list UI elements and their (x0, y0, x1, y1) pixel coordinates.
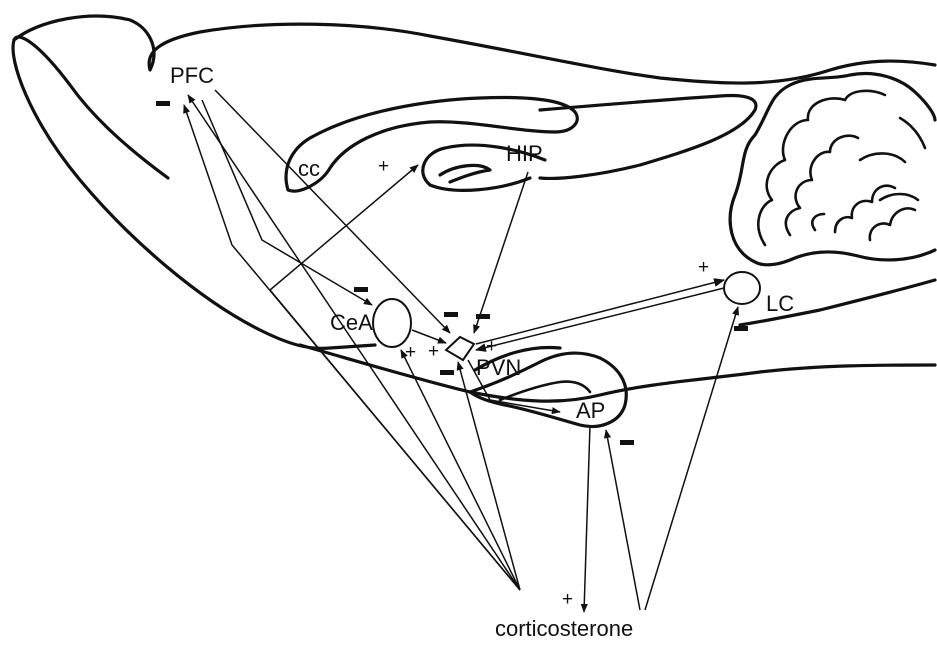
label-corticosterone: corticosterone (495, 616, 633, 641)
brain-outline (13, 37, 935, 401)
minus-sign-pvn-top-left (444, 312, 458, 317)
label-ap: AP (576, 398, 605, 423)
plus-sign-pvn-right: + (486, 336, 497, 357)
arrow-cort-to-lc (645, 307, 738, 610)
label-cc: cc (298, 156, 320, 181)
cerebellum-folia (758, 91, 925, 245)
label-hip: HIP (506, 141, 543, 166)
label-pfc: PFC (170, 63, 214, 88)
plus-sign-hip: + (378, 156, 389, 177)
arrow-lc-to-pvn (476, 288, 724, 350)
minus-sign-ap (620, 440, 634, 445)
minus-sign-cea (354, 287, 368, 292)
arrow-pvn-to-lc (476, 280, 724, 344)
arrow-pfc-to-cea (202, 100, 372, 305)
plus-sign-lc: + (698, 257, 709, 278)
arrow-cort-to-ap (606, 430, 640, 610)
label-cea: CeA (330, 310, 373, 335)
cortex-top (14, 16, 935, 83)
minus-sign-pfc (156, 101, 170, 106)
plus-sign-cea: + (405, 342, 416, 363)
lc-nucleus (724, 272, 760, 304)
plus-sign-cort: + (562, 589, 573, 610)
label-pvn: PVN (476, 355, 521, 380)
arrow-hip-to-pvn (474, 172, 528, 333)
plus-sign-pvn-left: + (428, 341, 439, 362)
minus-sign-pvn-bottom (440, 370, 454, 375)
hippocampus-body (540, 96, 756, 179)
label-lc: LC (766, 291, 794, 316)
pvn-nucleus (446, 337, 474, 360)
minus-sign-lc (734, 326, 748, 331)
arrow-ap-to-cort (584, 425, 590, 612)
cea-nucleus (373, 299, 411, 347)
minus-sign-pvn-top-right (476, 314, 490, 319)
